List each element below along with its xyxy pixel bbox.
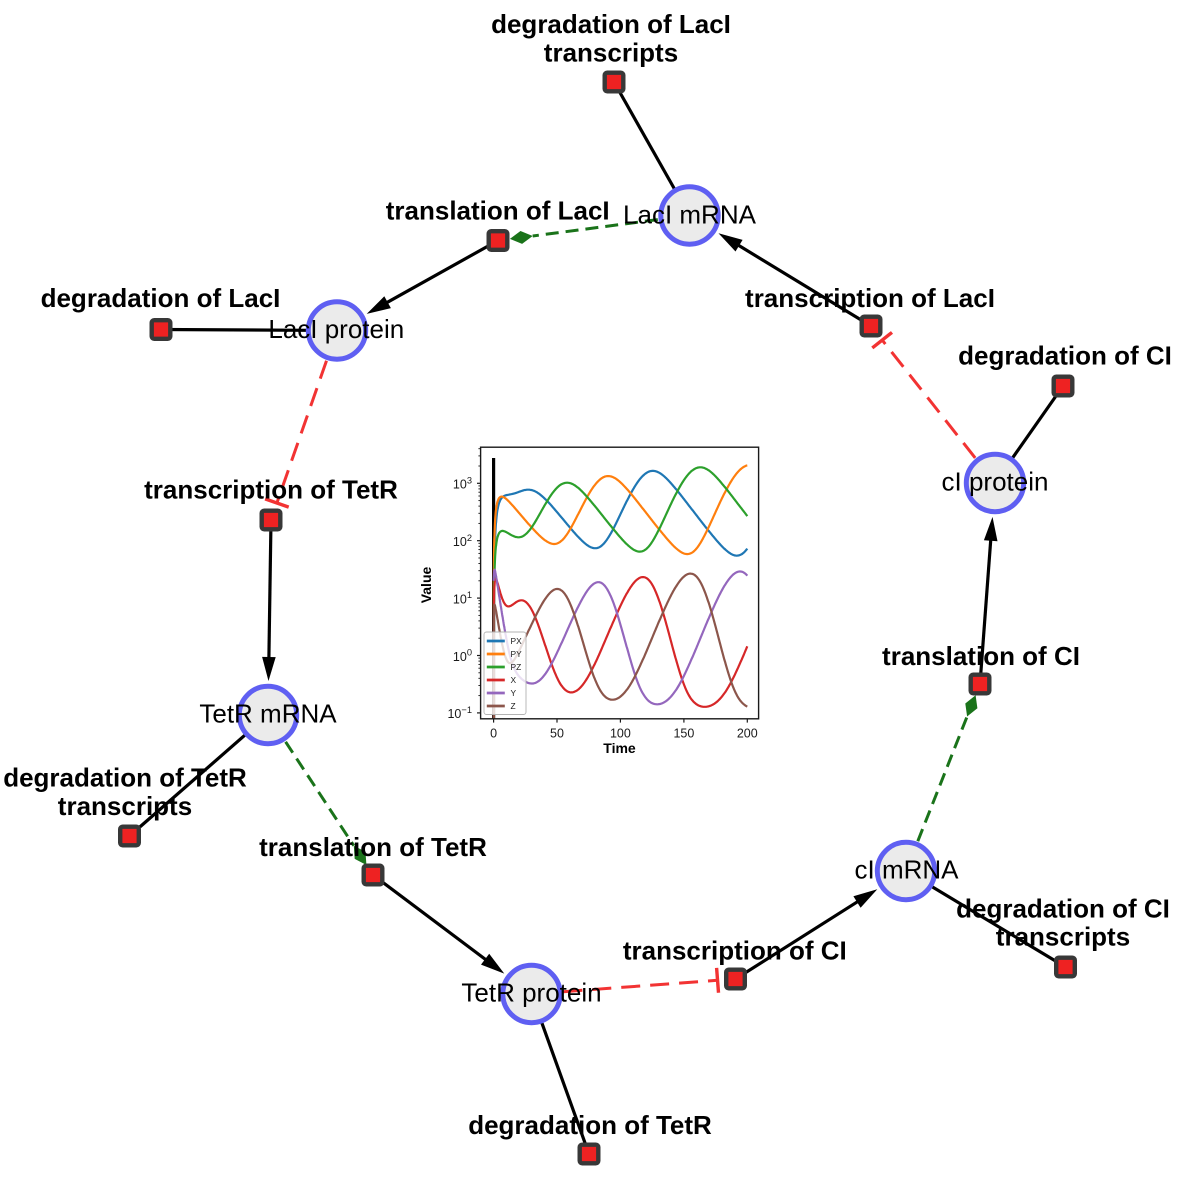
- svg-text:150: 150: [673, 727, 694, 741]
- svg-text:0: 0: [490, 727, 497, 741]
- svg-text:degradation of LacI: degradation of LacI: [491, 9, 731, 39]
- svg-text:translation of CI: translation of CI: [882, 641, 1080, 671]
- svg-text:degradation of CI: degradation of CI: [958, 341, 1172, 371]
- svg-text:PZ: PZ: [511, 662, 522, 672]
- svg-text:transcription of LacI: transcription of LacI: [745, 283, 995, 313]
- svg-text:LacI mRNA: LacI mRNA: [623, 200, 757, 230]
- svg-text:degradation of TetR: degradation of TetR: [3, 763, 247, 793]
- svg-text:Value: Value: [418, 567, 434, 604]
- svg-text:cI mRNA: cI mRNA: [855, 854, 960, 884]
- svg-text:TetR mRNA: TetR mRNA: [199, 699, 337, 729]
- svg-text:PX: PX: [511, 636, 523, 646]
- svg-text:transcription of TetR: transcription of TetR: [144, 475, 398, 505]
- svg-text:LacI protein: LacI protein: [268, 314, 404, 344]
- svg-text:100: 100: [610, 727, 631, 741]
- svg-text:Time: Time: [603, 740, 636, 756]
- svg-text:degradation of CI: degradation of CI: [956, 894, 1170, 924]
- svg-text:PY: PY: [511, 649, 523, 659]
- svg-text:TetR protein: TetR protein: [461, 978, 601, 1008]
- svg-text:transcripts: transcripts: [58, 791, 192, 821]
- svg-text:degradation of LacI: degradation of LacI: [41, 283, 281, 313]
- svg-text:Z: Z: [511, 701, 516, 711]
- svg-text:transcripts: transcripts: [996, 921, 1130, 951]
- svg-text:X: X: [511, 675, 517, 685]
- svg-text:transcription of CI: transcription of CI: [623, 936, 847, 966]
- svg-text:50: 50: [550, 727, 564, 741]
- svg-text:Y: Y: [511, 688, 517, 698]
- svg-text:200: 200: [737, 727, 758, 741]
- svg-text:transcripts: transcripts: [544, 38, 678, 68]
- svg-text:cI protein: cI protein: [942, 466, 1049, 496]
- svg-text:degradation of TetR: degradation of TetR: [468, 1110, 712, 1140]
- svg-text:translation of TetR: translation of TetR: [259, 832, 487, 862]
- svg-text:translation of LacI: translation of LacI: [386, 196, 610, 226]
